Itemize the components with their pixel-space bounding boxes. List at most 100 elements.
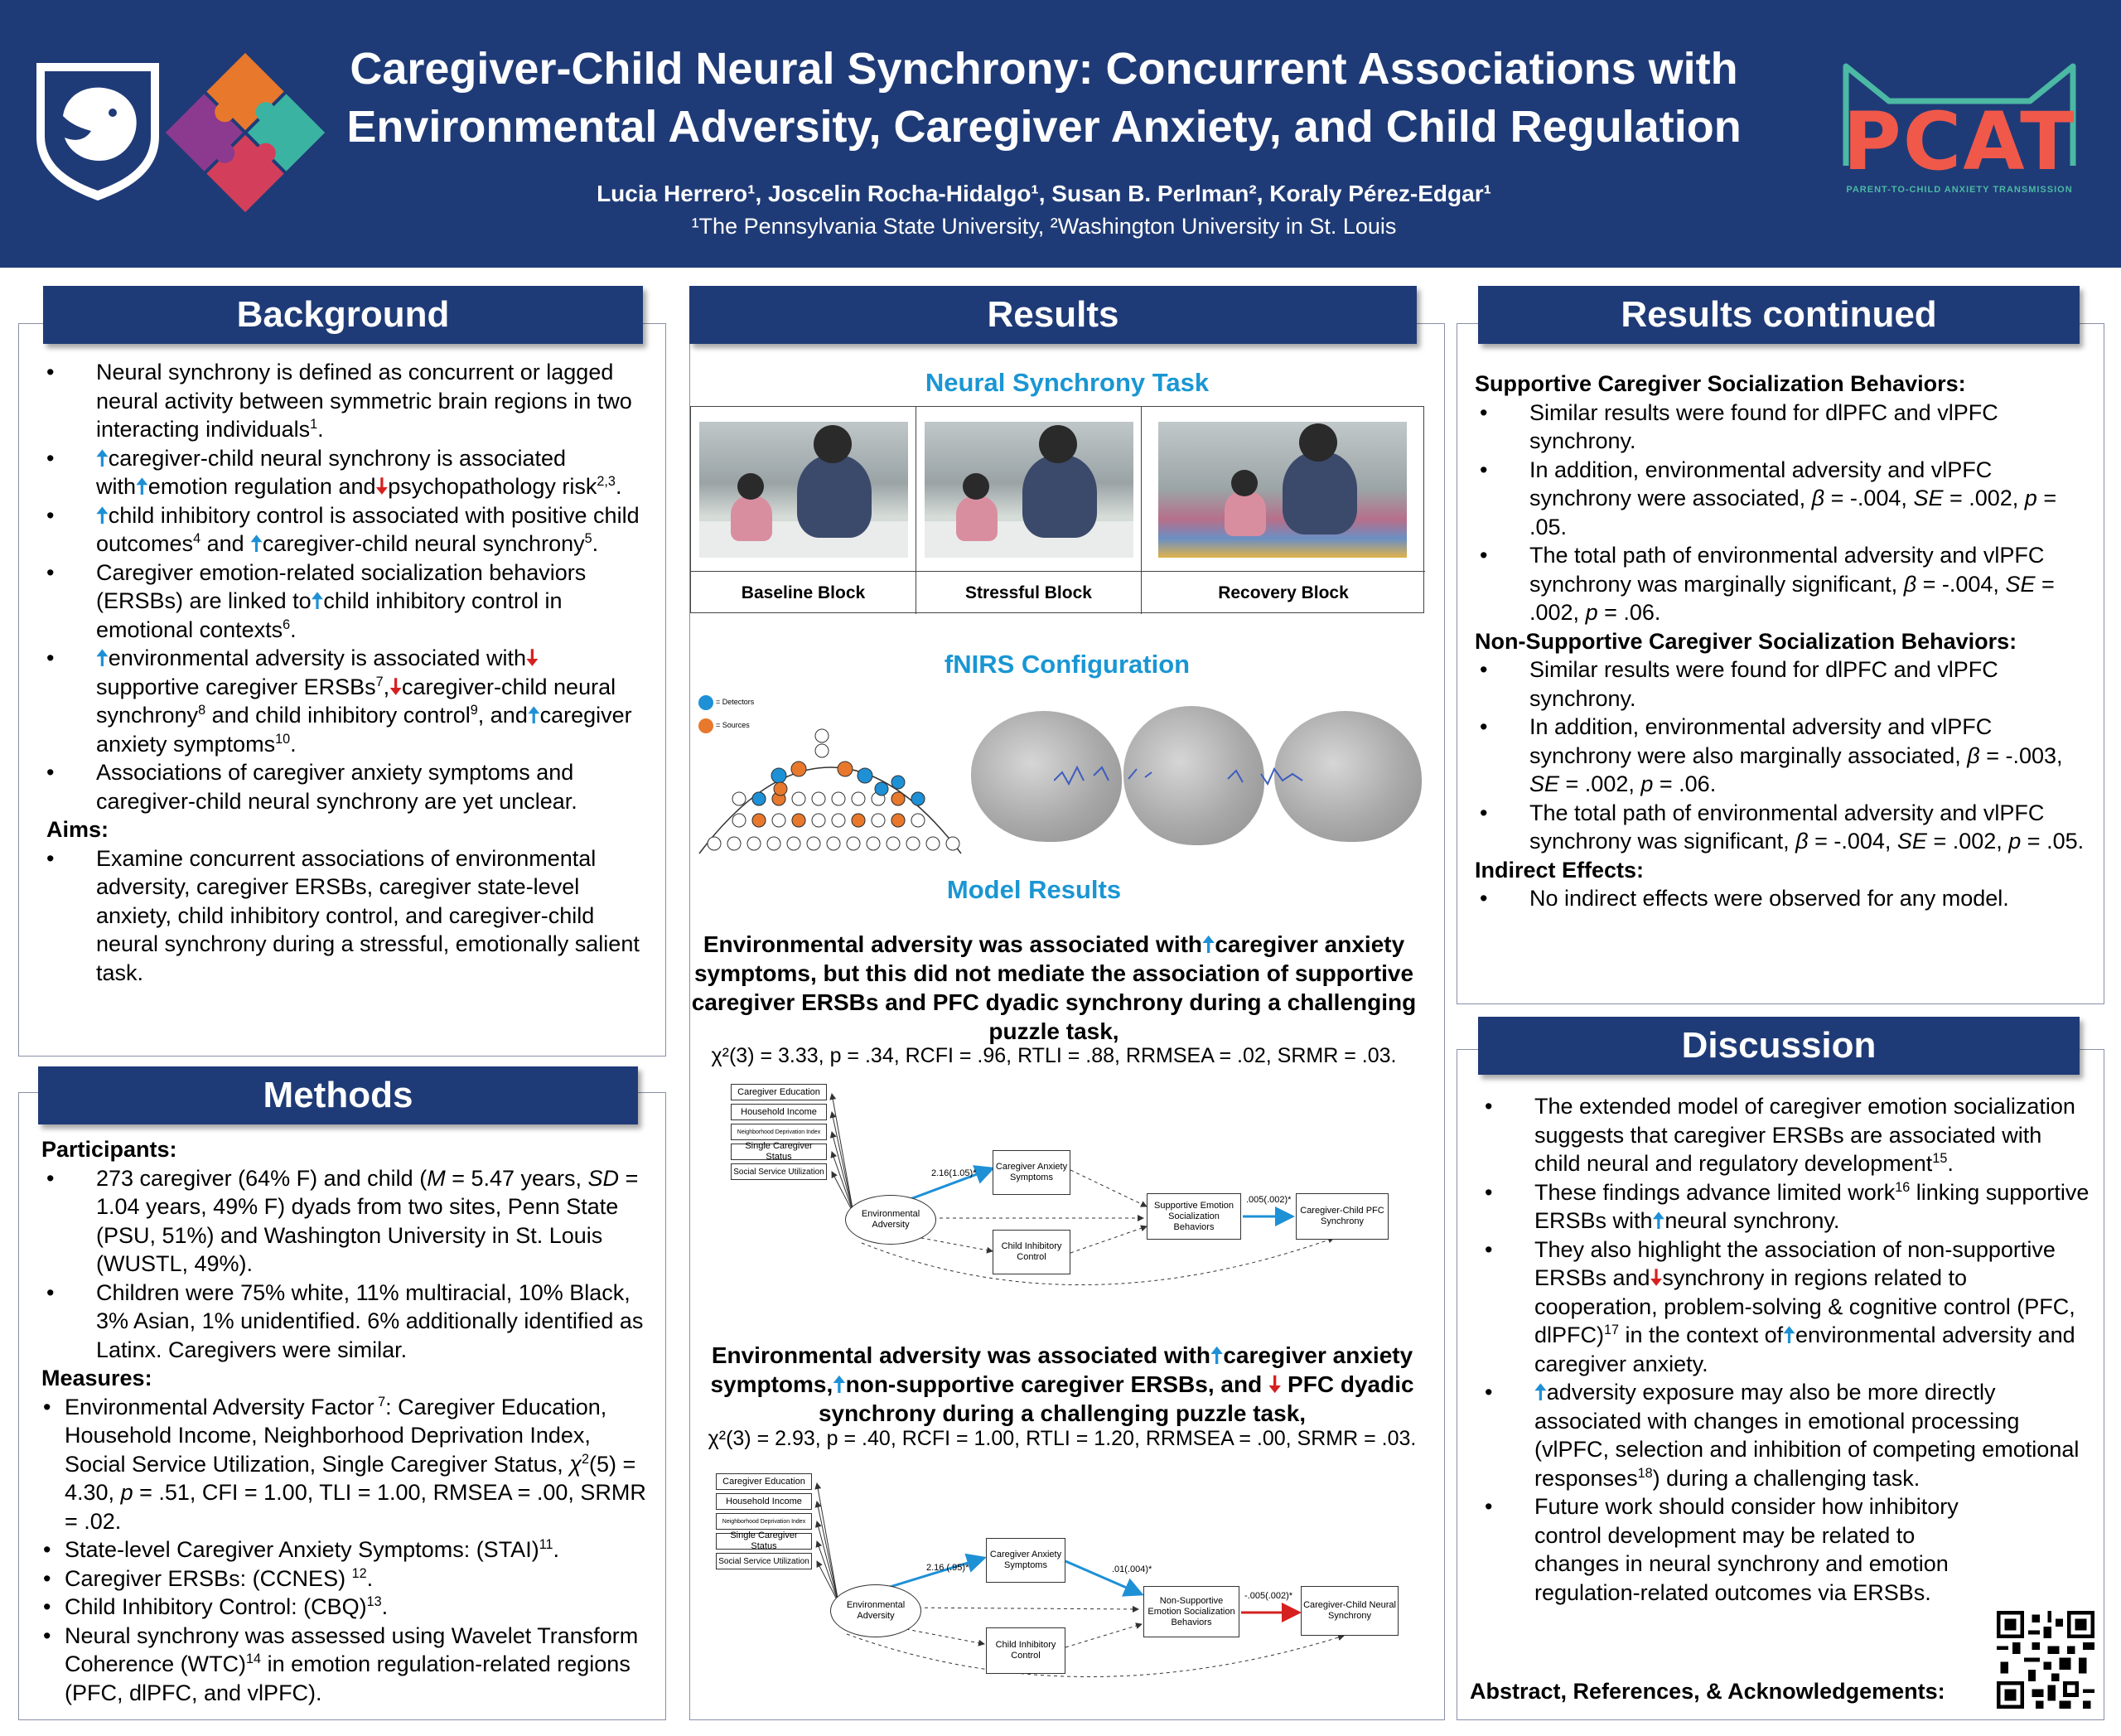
baseline-caption: Baseline Block (691, 571, 916, 614)
model2-fit: χ²(3) = 2.93, p = .40, RCFI = 1.00, RTLI… (708, 1427, 1417, 1450)
discussion-bullet: The extended model of caregiver emotion … (1480, 1092, 2093, 1178)
indicator-node: Social Service Utilization (716, 1553, 812, 1569)
measures-bullet: Caregiver ERSBs: (CCNES) 12. (41, 1564, 646, 1593)
aims-label: Aims: (46, 817, 109, 842)
down-arrow-icon: 🠇 (389, 674, 402, 699)
path-b-label: -.005(.002)* (1244, 1591, 1293, 1601)
outcome-node: Caregiver-Child Neural Synchrony (1301, 1586, 1399, 1636)
baseline-photo-cell (691, 407, 916, 571)
background-bullet: Caregiver emotion-related socialization … (41, 559, 646, 645)
up-arrow-icon: 🠅 (1202, 931, 1215, 957)
indicator-node: Neighborhood Deprivation Index (731, 1124, 827, 1140)
model2-diagram: Caregiver Education Household Income Nei… (714, 1470, 1410, 1710)
indicator-node: Household Income (731, 1104, 827, 1120)
affiliations: ¹The Pennsylvania State University, ²Was… (691, 214, 1397, 239)
discussion-text: The extended model of caregiver emotion … (1480, 1092, 2093, 1607)
fnirs-heading: fNIRS Configuration (944, 650, 1191, 679)
model1-fit: χ²(3) = 3.33, p = .34, RCFI = .96, RTLI … (711, 1044, 1397, 1067)
background-bullet: 🠅environmental adversity is associated w… (41, 644, 646, 758)
indicator-node: Single Caregiver Status (731, 1141, 827, 1162)
background-bullet: Neural synchrony is defined as concurren… (41, 358, 646, 444)
up-arrow-icon: 🠅 (96, 502, 109, 528)
down-arrow-icon: 🠇 (1650, 1265, 1663, 1290)
methods-text: Participants: 273 caregiver (64% F) and … (41, 1135, 646, 1707)
methods-bullet: Children were 75% white, 11% multiracial… (41, 1279, 646, 1365)
measures-label: Measures: (41, 1366, 152, 1390)
pcat-logo: PCAT PARENT-TO-CHILD ANXIETY TRANSMISSIO… (1831, 50, 2088, 215)
poster-title: Caregiver-Child Neural Synchrony: Concur… (298, 40, 1790, 156)
results-bullet: In addition, environmental adversity and… (1475, 456, 2096, 542)
neural-synchrony-task-heading: Neural Synchrony Task (925, 368, 1210, 397)
puzzle-logo (165, 52, 326, 213)
results-bullet: Similar results were found for dlPFC and… (1475, 655, 2096, 713)
brain-render-left (971, 711, 1122, 842)
results-bullet: Similar results were found for dlPFC and… (1475, 399, 2096, 456)
authors: Lucia Herrero¹, Joscelin Rocha-Hidalgo¹,… (597, 181, 1491, 206)
title-line-2: Environmental Adversity, Caregiver Anxie… (346, 102, 1742, 152)
indicator-node: Social Service Utilization (731, 1163, 827, 1180)
up-arrow-icon: 🠅 (1210, 1342, 1224, 1368)
anxiety-node: Caregiver Anxiety Symptoms (986, 1538, 1065, 1583)
up-arrow-icon: 🠅 (96, 646, 109, 670)
up-arrow-icon: 🠅 (1783, 1323, 1795, 1347)
aims-bullet: Examine concurrent associations of envir… (41, 844, 646, 988)
results-continued-text: Supportive Caregiver Socialization Behav… (1475, 370, 2096, 913)
discussion-heading: Discussion (1478, 1017, 2080, 1075)
recovery-caption: Recovery Block (1142, 571, 1425, 614)
inhibitory-control-node: Child Inhibitory Control (986, 1627, 1065, 1674)
results-continued-heading: Results continued (1478, 286, 2080, 344)
results-bullet: In addition, environmental adversity and… (1475, 713, 2096, 799)
channel-marks (1054, 765, 1303, 786)
indicator-node: Neighborhood Deprivation Index (716, 1513, 812, 1530)
discussion-bullet: They also highlight the association of n… (1480, 1236, 2093, 1379)
discussion-bullet: These findings advance limited work16 li… (1480, 1178, 2093, 1236)
sources-legend: = Sources (716, 721, 750, 729)
pcat-logo-text: PCAT (1843, 95, 2076, 188)
model-results-heading: Model Results (946, 875, 1122, 904)
ersb-node: Non-Supportive Emotion Socialization Beh… (1143, 1586, 1239, 1637)
up-arrow-icon: 🠅 (527, 703, 540, 728)
penn-state-shield-logo (36, 63, 159, 201)
indicator-node: Caregiver Education (731, 1084, 827, 1100)
model1-diagram: Caregiver Education Household Income Nei… (729, 1081, 1408, 1321)
supportive-label: Supportive Caregiver Socialization Behav… (1475, 371, 1966, 396)
up-arrow-icon: 🠅 (1652, 1208, 1665, 1233)
results-bullet: The total path of environmental adversit… (1475, 799, 2096, 856)
references-footer: Abstract, References, & Acknowledgements… (1470, 1679, 1945, 1704)
background-bullet: 🠅child inhibitory control is associated … (41, 501, 646, 559)
background-bullet: Associations of caregiver anxiety sympto… (41, 758, 646, 815)
stressful-photo (925, 422, 1133, 558)
anxiety-node: Caregiver Anxiety Symptoms (993, 1150, 1070, 1195)
inhibitory-control-node: Child Inhibitory Control (993, 1230, 1070, 1274)
task-photo-table: Baseline Block Stressful Block Recovery … (690, 406, 1425, 614)
recovery-photo (1158, 422, 1407, 558)
fnirs-montage-diagram (698, 695, 962, 854)
measures-bullet: State-level Caregiver Anxiety Symptoms: … (41, 1535, 646, 1564)
up-arrow-icon: 🠅 (311, 588, 324, 613)
indirect-label: Indirect Effects: (1475, 857, 1645, 883)
env-adversity-node: Environmental Adversity (845, 1195, 936, 1245)
down-arrow-icon: 🠇 (1268, 1371, 1282, 1397)
results-bullet: The total path of environmental adversit… (1475, 541, 2096, 627)
indicator-node: Caregiver Education (716, 1473, 812, 1490)
measures-bullet: Environmental Adversity Factor 7: Caregi… (41, 1393, 646, 1536)
discussion-bullet: 🠅adversity exposure may also be more dir… (1480, 1378, 2093, 1492)
outcome-node: Caregiver-Child PFC Synchrony (1296, 1193, 1389, 1240)
background-bullet: 🠅caregiver-child neural synchrony is ass… (41, 444, 646, 501)
title-line-1: Caregiver-Child Neural Synchrony: Concur… (350, 44, 1738, 94)
measures-bullet: Child Inhibitory Control: (CBQ)13. (41, 1593, 646, 1622)
model1-title: Environmental adversity was associated w… (691, 931, 1417, 1044)
brain-render-right (1274, 711, 1422, 842)
path-a-label: 2.16 (.95)* (926, 1563, 969, 1573)
ersb-node: Supportive Emotion Socialization Behavio… (1147, 1193, 1241, 1240)
path-a-label: 2.16(1.05)* (931, 1168, 977, 1178)
qr-code-icon[interactable] (1997, 1611, 2094, 1709)
results-heading: Results (689, 286, 1417, 344)
path-c-label: .01(.004)* (1112, 1564, 1152, 1574)
results-bullet: No indirect effects were observed for an… (1475, 884, 2096, 913)
up-arrow-icon: 🠅 (250, 531, 263, 556)
up-arrow-icon: 🠅 (96, 445, 109, 471)
stressful-photo-cell (916, 407, 1142, 571)
up-arrow-icon: 🠅 (136, 474, 148, 499)
pcat-logo-subtext: PARENT-TO-CHILD ANXIETY TRANSMISSION (1846, 185, 2073, 195)
